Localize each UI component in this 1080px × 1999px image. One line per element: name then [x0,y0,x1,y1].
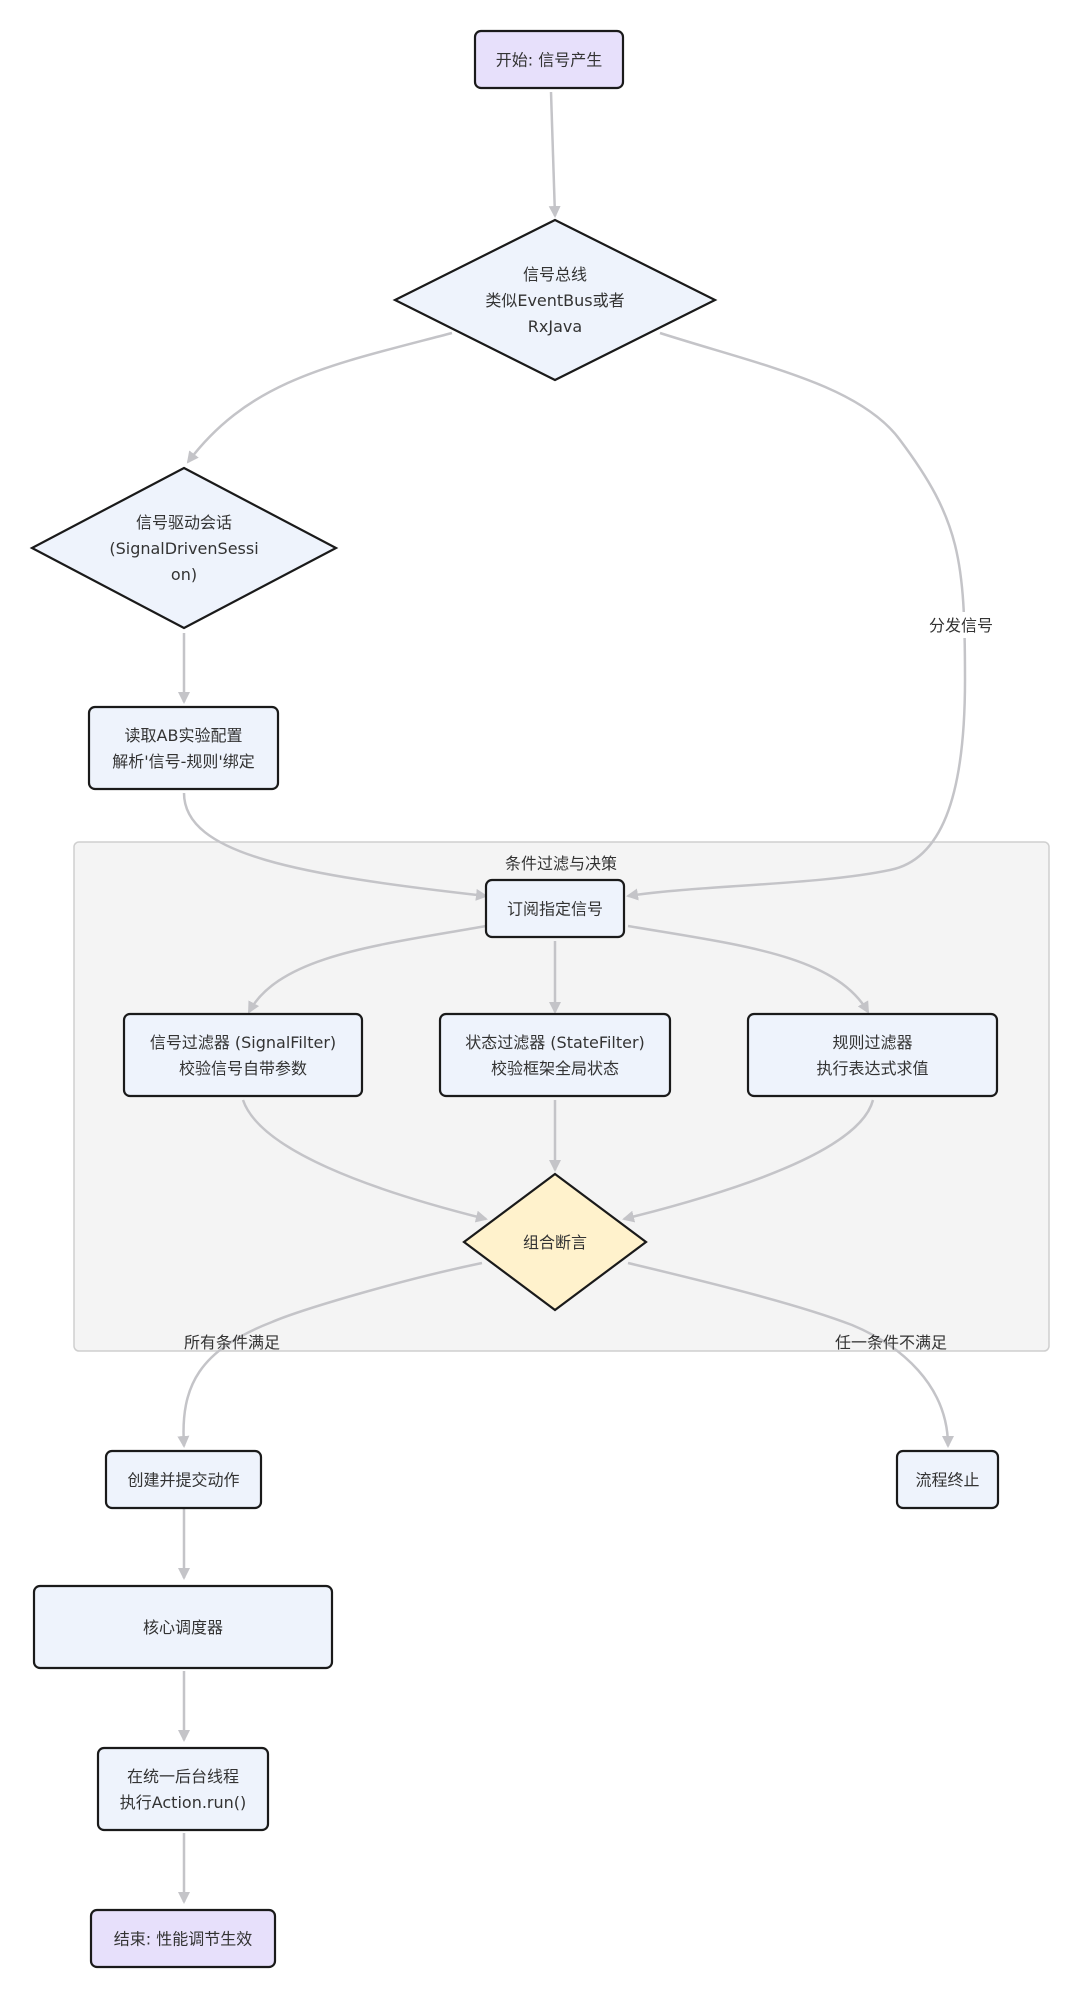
svg-text:任一条件不满足: 任一条件不满足 [835,1333,947,1352]
node-label-line: 开始: 信号产生 [496,51,602,70]
node-terminate: 流程终止 [895,1449,1000,1510]
node-label-line: 执行Action.run() [120,1793,247,1812]
edge-signal-filter-to-combine [241,1099,488,1223]
node-session: 信号驱动会话 (SignalDrivenSessi on) [29,466,339,630]
node-label-line: 在统一后台线程 [127,1767,239,1786]
node-label-line: 信号过滤器 (SignalFilter) [150,1033,336,1052]
node-label-line: 结束: 性能调节生效 [114,1930,252,1949]
node-box [122,1012,364,1098]
node-box [438,1012,672,1098]
node-diamond [392,218,718,382]
node-box [87,705,280,791]
edge-label-all-met: 所有条件满足 [184,1333,280,1352]
node-box [895,1449,1000,1510]
node-start: 开始: 信号产生 [473,29,625,90]
node-label-line: 信号总线 [523,265,587,284]
node-label-line: 类似EventBus或者 [485,291,624,310]
edge-bus-to-subscribe [626,331,967,901]
node-label-line: 组合断言 [523,1233,587,1252]
node-label-line: 信号驱动会话 [136,513,232,532]
node-create-action: 创建并提交动作 [104,1449,263,1510]
node-label-line: 执行表达式求值 [816,1059,928,1078]
node-label-line: RxJava [528,317,582,336]
node-end: 结束: 性能调节生效 [89,1908,277,1969]
node-signal-filter: 信号过滤器 (SignalFilter) 校验信号自带参数 [122,1012,364,1098]
edge-label-any-unmet: 任一条件不满足 [835,1333,947,1352]
node-label-line: 状态过滤器 (StateFilter) [465,1033,645,1052]
node-scheduler: 核心调度器 [32,1584,334,1670]
node-label-line: 规则过滤器 [832,1033,912,1052]
node-box [746,1012,999,1098]
node-label-line: 校验信号自带参数 [179,1059,307,1078]
node-label-line: 核心调度器 [143,1618,223,1637]
group-title: 条件过滤与决策 [505,854,617,873]
edge-subscribe-to-signal-filter [247,924,487,1014]
node-diamond [29,466,339,630]
edge-config-to-subscribe [182,792,488,901]
edge-rule-filter-to-combine [622,1099,875,1223]
svg-text:分发信号: 分发信号 [929,616,993,635]
node-label-line: 校验框架全局状态 [491,1059,619,1078]
edge-bus-to-session [186,331,453,464]
edge-label-dispatch: 分发信号 [920,612,1002,638]
node-box [96,1746,270,1832]
node-label-line: 流程终止 [915,1471,979,1490]
edges [177,91,967,1904]
node-label-line: 订阅指定信号 [507,900,603,919]
node-label-line: 读取AB实验配置 [125,726,243,745]
node-label-line: 创建并提交动作 [127,1471,239,1490]
node-combine: 组合断言 [462,1172,648,1312]
node-label-line: on) [171,565,197,584]
node-diamond [462,1172,648,1312]
edge-start-to-bus [548,91,561,218]
node-box [473,29,625,90]
node-box [104,1449,263,1510]
node-state-filter: 状态过滤器 (StateFilter) 校验框架全局状态 [438,1012,672,1098]
node-box [89,1908,277,1969]
node-label-line: (SignalDrivenSessi [109,539,258,558]
edge-subscribe-to-rule-filter [627,924,870,1014]
node-box [32,1584,334,1670]
node-label-line: 解析'信号-规则'绑定 [112,752,255,771]
node-subscribe: 订阅指定信号 [484,878,626,939]
svg-text:所有条件满足: 所有条件满足 [184,1333,280,1352]
edge-combine-to-terminate [627,1261,954,1448]
node-box [484,878,626,939]
edge-combine-to-create-action [177,1261,483,1448]
